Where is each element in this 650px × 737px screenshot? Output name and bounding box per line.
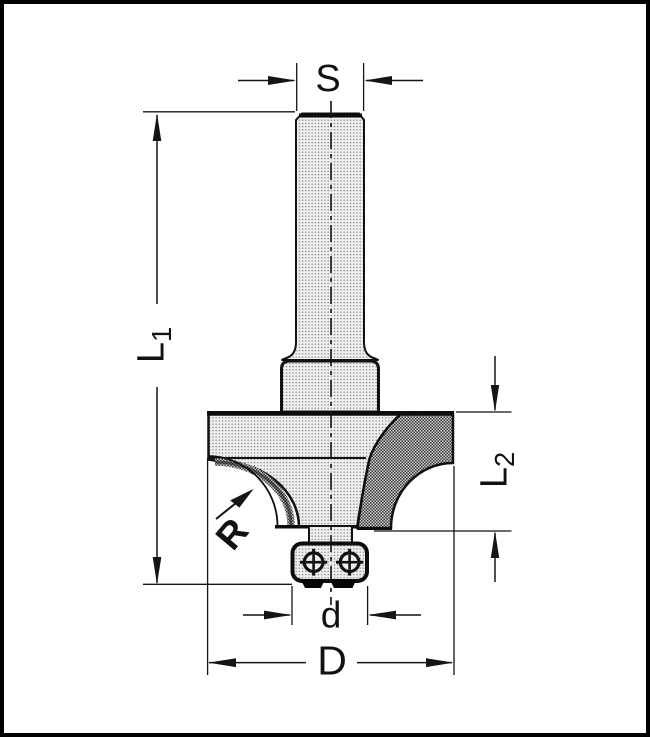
dimension-s <box>238 63 423 111</box>
dim-subscript: 2 <box>489 451 521 468</box>
collar <box>280 359 380 414</box>
screw-icon <box>300 548 328 576</box>
dimension-r <box>215 489 254 520</box>
dim-subscript: 1 <box>146 326 178 343</box>
dimension-D <box>206 458 455 675</box>
carbide-tips <box>300 579 357 588</box>
dimension-l2 <box>374 356 512 582</box>
dim-letter: d <box>320 594 342 636</box>
dim-label-cutting-length: L2 <box>473 451 521 489</box>
dimension-l1 <box>143 111 295 585</box>
dim-label-cutting-diameter: D <box>317 637 347 684</box>
dim-letter: S <box>315 58 341 100</box>
dim-letter: D <box>317 637 347 684</box>
cutting-edge-profile <box>207 455 295 527</box>
dimension-d <box>243 586 421 625</box>
shank <box>281 112 379 361</box>
bearing <box>290 541 369 583</box>
dim-label-shank-diameter: S <box>315 60 340 98</box>
dim-label-overall-length: L1 <box>130 326 178 364</box>
dim-letter: L <box>473 467 516 489</box>
screw-icon <box>336 548 364 576</box>
dim-letter: L <box>130 342 173 364</box>
dim-label-bearing-diameter: d <box>321 597 342 634</box>
router-bit-diagram <box>143 63 512 675</box>
